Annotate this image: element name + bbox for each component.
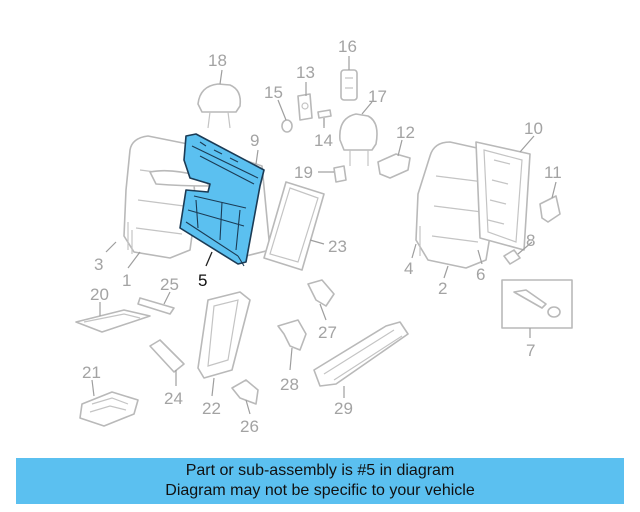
- part-23-frame: [263, 181, 325, 271]
- callout-5: 5: [198, 271, 207, 290]
- part-4-seatback-cushion: [415, 141, 495, 269]
- callout-18: 18: [208, 51, 227, 70]
- callout-20: 20: [90, 285, 109, 304]
- callout-labels: 18 16 13 15 17 14 12 9 19 10 11 8 23 3 1…: [82, 37, 562, 436]
- part-22-armrest: [197, 291, 251, 379]
- part-5-backrest-panel: [179, 133, 265, 267]
- callout-23: 23: [328, 237, 347, 256]
- part-28-bracket: [277, 319, 307, 351]
- callout-17: 17: [368, 87, 387, 106]
- banner-part-line: Part or sub-assembly is #5 in diagram: [185, 462, 455, 479]
- callout-3: 3: [94, 255, 103, 274]
- callout-29: 29: [334, 399, 353, 418]
- part-26-hinge: [231, 379, 259, 405]
- callout-27: 27: [318, 323, 337, 342]
- part-25-strip: [137, 297, 175, 315]
- part-19-bolt: [333, 165, 347, 183]
- part-11-bracket: [539, 195, 561, 223]
- banner-disclaimer-line: Diagram may not be specific to your vehi…: [165, 482, 475, 499]
- callout-12: 12: [396, 123, 415, 142]
- part-16-bracket: [340, 69, 358, 101]
- part-29-rail: [313, 321, 409, 387]
- callout-6: 6: [476, 265, 485, 284]
- leader-lines: [91, 56, 557, 415]
- callout-2: 2: [438, 279, 447, 298]
- callout-8: 8: [526, 231, 535, 250]
- part-8-clip: [503, 249, 521, 265]
- callout-25: 25: [160, 275, 179, 294]
- part-20-pad: [75, 309, 151, 333]
- info-banner: Part or sub-assembly is #5 in diagram Di…: [16, 458, 624, 504]
- callout-28: 28: [280, 375, 299, 394]
- part-15-washer: [281, 119, 293, 133]
- callout-10: 10: [524, 119, 543, 138]
- callout-26: 26: [240, 417, 259, 436]
- callout-7: 7: [526, 341, 535, 360]
- callout-19: 19: [294, 163, 313, 182]
- part-21-latch: [79, 391, 139, 427]
- callout-24: 24: [164, 389, 183, 408]
- part-13-clip: [297, 93, 313, 121]
- callout-14: 14: [314, 131, 333, 150]
- callout-13: 13: [296, 63, 315, 82]
- callout-4: 4: [404, 259, 413, 278]
- part-27-bracket: [307, 279, 335, 307]
- callout-9: 9: [250, 131, 259, 150]
- callout-22: 22: [202, 399, 221, 418]
- callout-16: 16: [338, 37, 357, 56]
- callout-11: 11: [544, 163, 562, 182]
- part-17-headrest: [339, 113, 378, 166]
- part-24-cover: [149, 339, 185, 373]
- callout-15: 15: [264, 83, 283, 102]
- part-7-fastener-kit: [501, 279, 573, 329]
- part-10-frame: [475, 141, 531, 251]
- part-18-headrest: [197, 83, 242, 129]
- callout-21: 21: [82, 363, 101, 382]
- callout-1: 1: [122, 271, 131, 290]
- parts-diagram: 18 16 13 15 17 14 12 9 19 10 11 8 23 3 1…: [75, 37, 573, 436]
- part-1-seatback-cushion: [123, 135, 211, 259]
- part-12-guide: [377, 153, 411, 179]
